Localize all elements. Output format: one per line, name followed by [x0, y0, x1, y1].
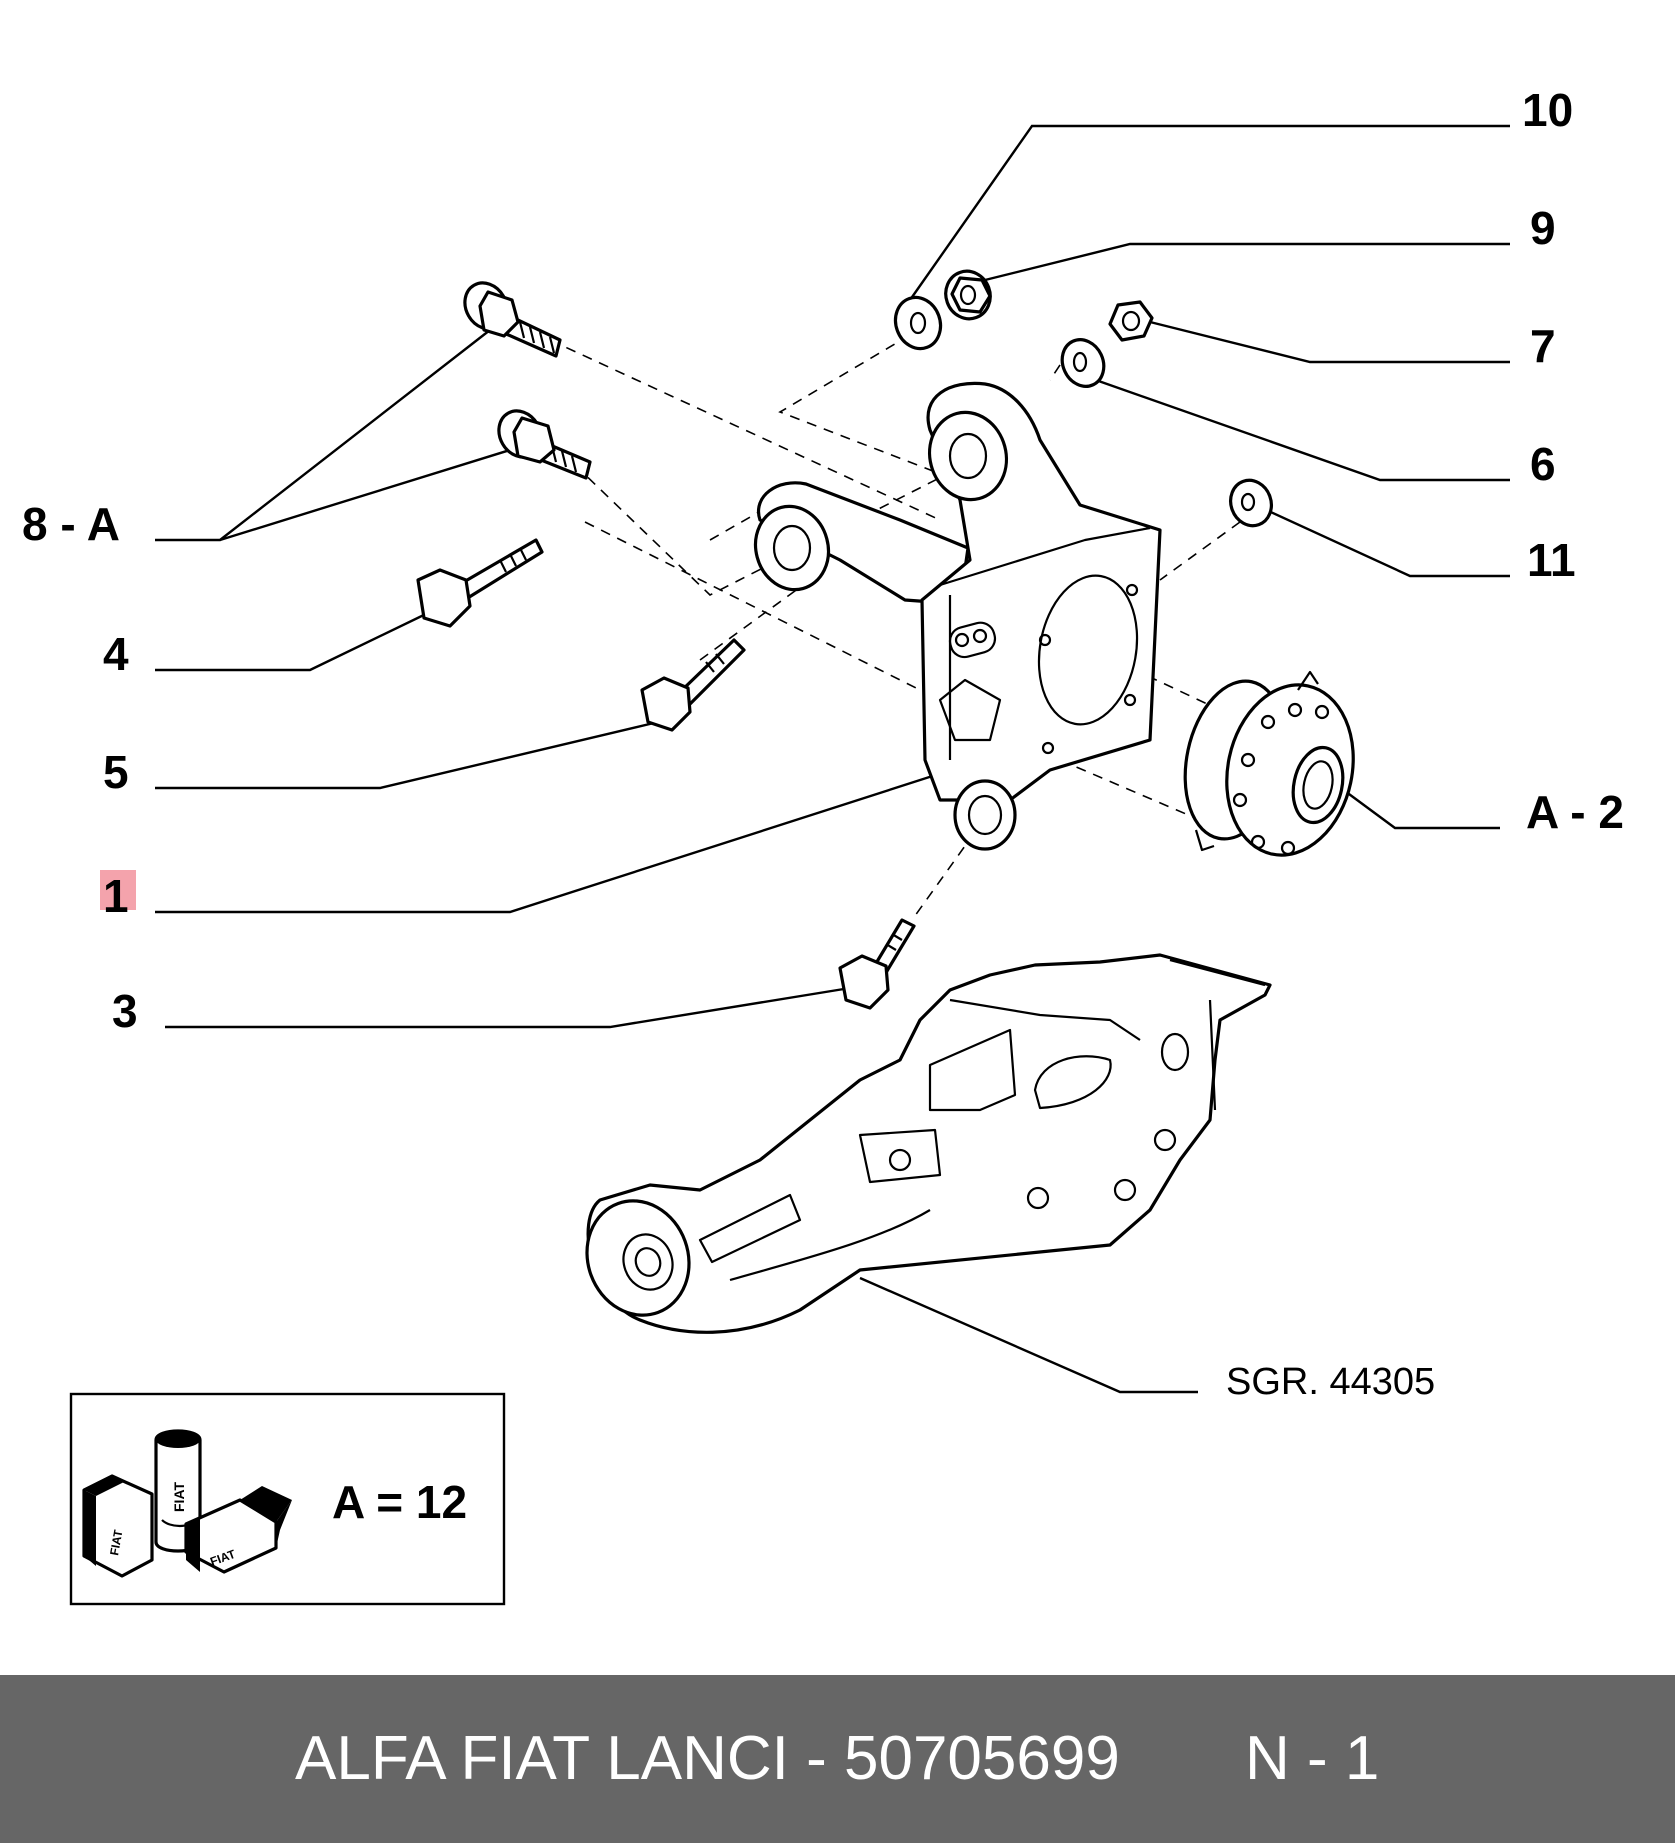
bolt-4 [416, 538, 544, 628]
can-label: FIAT [171, 1481, 187, 1512]
knuckle-1 [753, 381, 1162, 851]
fiat-kit-icon: FIAT FIAT FIAT [82, 1429, 292, 1578]
bolt-8-upper [463, 281, 562, 358]
callout-a-2: A - 2 [1526, 786, 1624, 838]
footer-brand-part-number: ALFA FIAT LANCI - 50705699 [295, 1724, 1120, 1793]
leader-lines [155, 124, 1510, 1394]
callout-1: 1 [103, 870, 129, 922]
callout-3: 3 [112, 985, 138, 1037]
callout-6: 6 [1530, 438, 1556, 490]
callout-10: 10 [1522, 84, 1573, 136]
callout-4: 4 [103, 628, 129, 680]
washer-6 [1060, 338, 1106, 388]
reference-code: SGR. 44305 [1226, 1361, 1435, 1403]
legend-box: FIAT FIAT FIAT A = 12 [69, 1392, 506, 1606]
trailing-arm [585, 953, 1272, 1334]
bolt-5 [640, 638, 746, 732]
nut-11 [1229, 478, 1273, 528]
bolt-3 [838, 918, 916, 1010]
callout-5: 5 [103, 746, 129, 798]
callout-7: 7 [1530, 320, 1556, 372]
callout-9: 9 [1530, 202, 1556, 254]
nut-7 [1108, 300, 1154, 342]
callout-1-highlight [100, 870, 136, 910]
washer-10 [893, 295, 943, 351]
box1-label: FIAT [107, 1528, 125, 1556]
wheel-hub-2 [1183, 670, 1355, 857]
callout-11: 11 [1527, 534, 1576, 586]
nut-9 [944, 269, 992, 321]
footer-position-code: N - 1 [1245, 1724, 1380, 1793]
legend-text: A = 12 [332, 1476, 467, 1528]
bolt-8-lower [497, 409, 592, 480]
callout-labels: 10 9 7 6 11 8 - A 4 5 1 3 A - 2 SGR. 443… [22, 84, 1624, 1403]
footer-bar: ALFA FIAT LANCI - 50705699 N - 1 [0, 1675, 1675, 1843]
callout-8-a: 8 - A [22, 498, 120, 550]
